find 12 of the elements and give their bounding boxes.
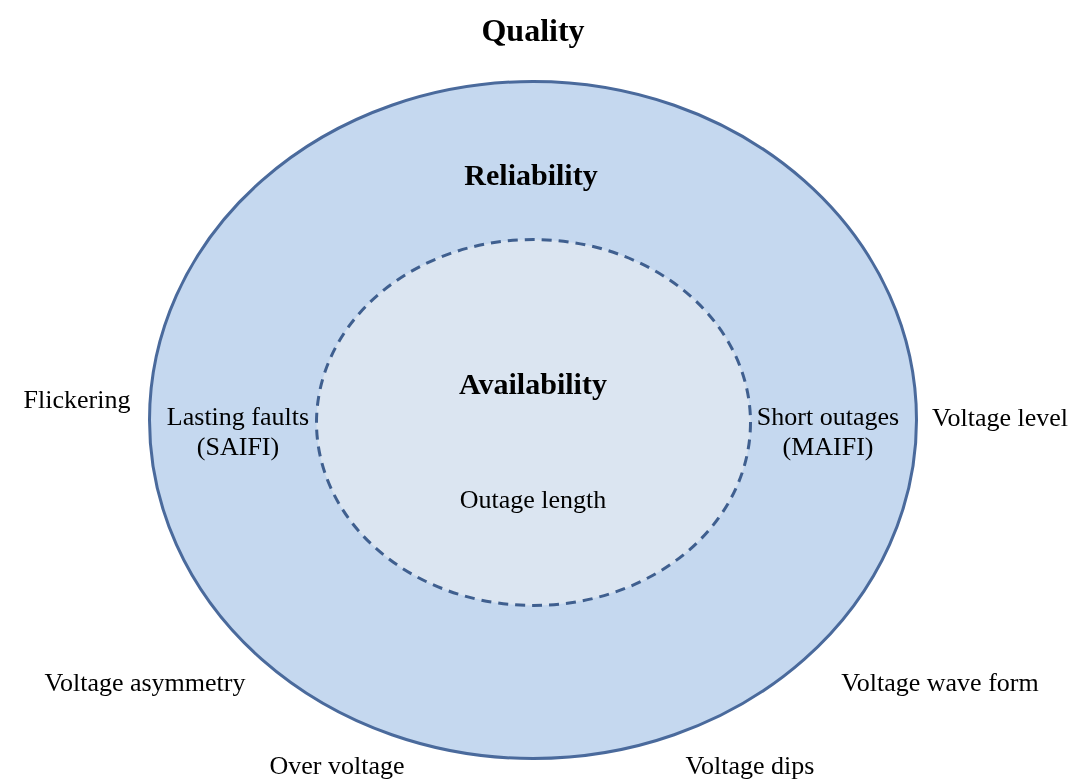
diagram-title: Quality	[481, 11, 585, 49]
node-text: Short outages (MAIFI)	[755, 402, 901, 462]
label: Over voltage	[269, 751, 405, 781]
node-text: Lasting faults (SAIFI)	[165, 402, 311, 462]
label: Voltage level	[932, 403, 1068, 433]
heading: Reliability	[463, 157, 599, 193]
heading: Availability	[458, 366, 608, 402]
label: Flickering	[23, 385, 131, 415]
label: Voltage dips	[685, 751, 815, 781]
node-text: Outage length	[458, 485, 608, 515]
label: Voltage asymmetry	[44, 668, 246, 698]
label: Voltage wave form	[841, 668, 1039, 698]
